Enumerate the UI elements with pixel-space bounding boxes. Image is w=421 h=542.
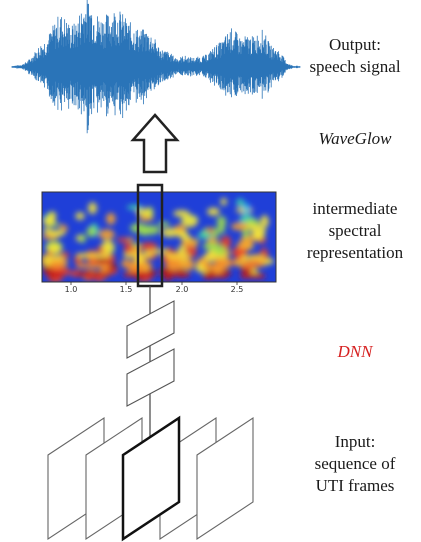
spectrogram-tick-label: 2.5 [231, 285, 244, 294]
waveglow-label: WaveGlow [318, 129, 392, 148]
uti-frames [47, 415, 254, 542]
dnn-layer [126, 348, 175, 407]
dnn-label: DNN [337, 342, 373, 361]
intermediate-label-line: spectral [328, 221, 382, 240]
vocoder-label: WaveGlow [294, 128, 416, 150]
spectrogram-tick-label: 1.0 [65, 285, 78, 294]
spectrogram-tick-label: 2.0 [176, 285, 189, 294]
intermediate-label-line: intermediate [312, 199, 398, 218]
intermediate-label: intermediate spectral representation [294, 198, 416, 264]
up-arrow-icon [130, 113, 180, 174]
output-label-line: speech signal [309, 57, 401, 76]
uti-frame-highlighted [121, 415, 181, 542]
input-label-line: Input: [334, 432, 376, 451]
spectrogram [41, 191, 277, 283]
input-label: Input: sequence of UTI frames [294, 431, 416, 497]
spectrogram-tick-label: 1.5 [120, 285, 133, 294]
network-label: DNN [294, 341, 416, 363]
uti-frame [196, 416, 254, 541]
output-label: Output: speech signal [294, 34, 416, 78]
input-label-line: sequence of [314, 454, 396, 473]
intermediate-label-line: representation [306, 243, 404, 262]
output-label-line: Output: [329, 35, 381, 54]
input-label-line: UTI frames [315, 476, 395, 495]
dnn-layer [126, 300, 175, 359]
spectrogram-x-axis: 1.0 1.5 2.0 2.5 [65, 282, 244, 294]
speech-waveform [11, 0, 301, 134]
